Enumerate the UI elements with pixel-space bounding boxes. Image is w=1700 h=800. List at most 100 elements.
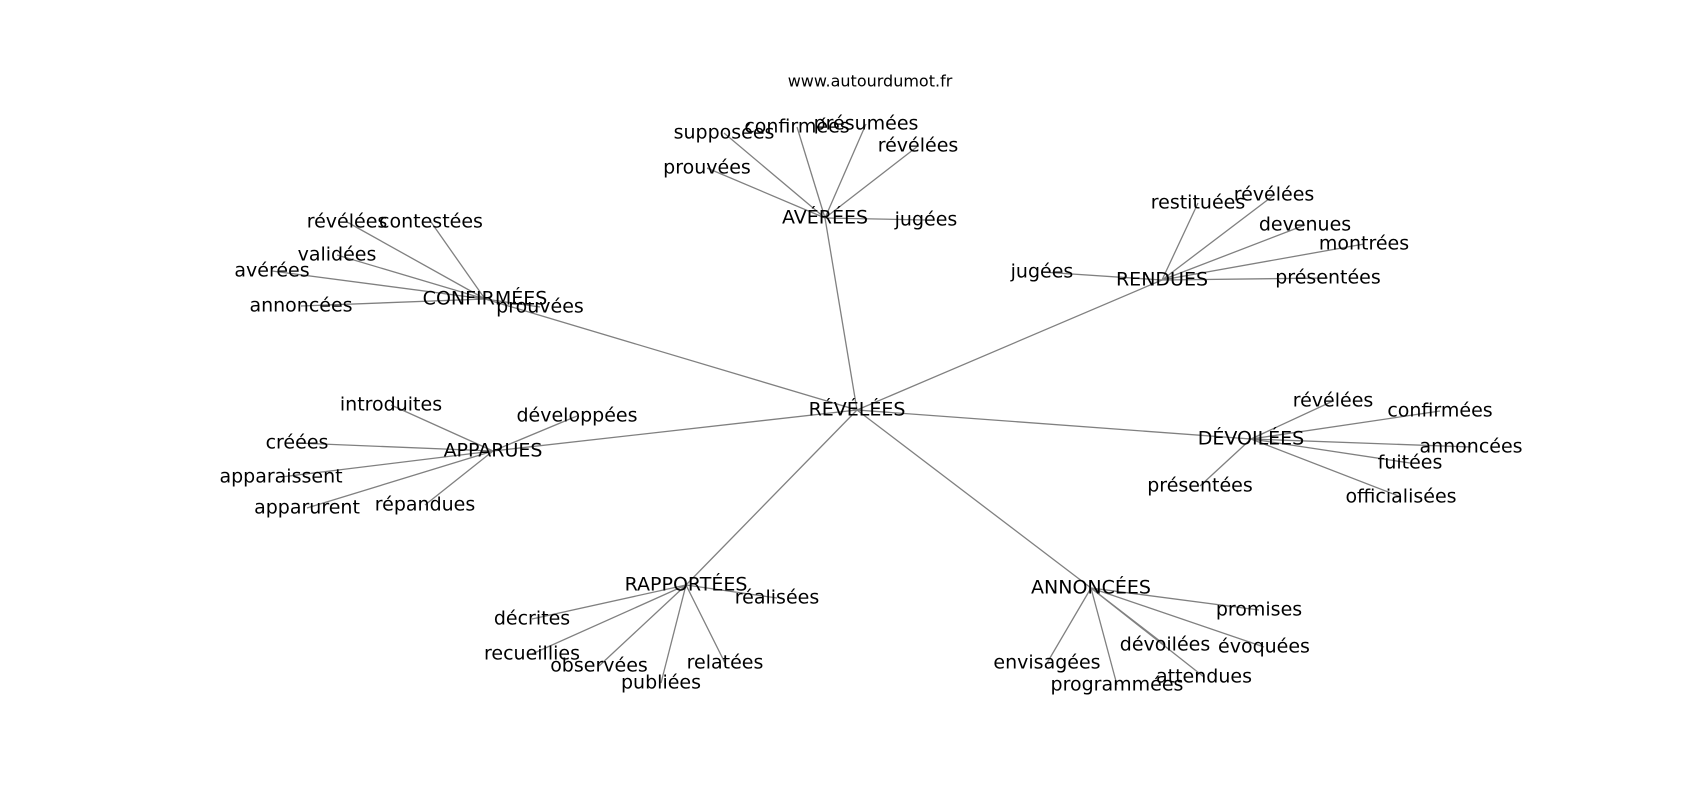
site-credit: www.autourdumot.fr [788, 72, 953, 91]
edge-rendues-0 [1161, 202, 1199, 281]
node-leaf-confirmees-5[interactable]: prouvées [496, 296, 584, 318]
node-leaf-averees-2[interactable]: présumées [814, 113, 919, 135]
node-leaf-annoncees-0[interactable]: promises [1216, 599, 1302, 621]
edge-confirmees-0 [346, 221, 486, 300]
node-hub-devoilees[interactable]: DÉVOILÉES [1198, 427, 1305, 450]
edge-devoilees-2 [1250, 438, 1472, 448]
node-hub-apparues[interactable]: APPARUES [444, 440, 543, 462]
node-hub-rapportees[interactable]: RAPPORTÉES [625, 573, 748, 596]
node-leaf-apparues-4[interactable]: apparurent [254, 497, 360, 519]
node-leaf-annoncees-2[interactable]: évoquées [1218, 636, 1310, 658]
node-leaf-averees-5[interactable]: jugées [894, 209, 958, 231]
node-leaf-averees-4[interactable]: prouvées [663, 157, 751, 179]
edge-averees-4 [706, 167, 826, 219]
edge-confirmees-4 [300, 298, 486, 307]
node-leaf-devoilees-2[interactable]: annoncées [1419, 436, 1522, 458]
node-leaf-apparues-0[interactable]: introduites [340, 394, 442, 416]
edge-apparues-4 [306, 450, 494, 509]
node-leaf-rendues-4[interactable]: jugées [1010, 261, 1074, 283]
edge-annoncees-2 [1090, 587, 1265, 648]
node-leaf-rendues-5[interactable]: présentées [1275, 267, 1381, 289]
edge-devoilees-4 [1199, 438, 1252, 487]
node-leaf-confirmees-0[interactable]: révélées [307, 211, 388, 233]
edge-averees-3 [824, 145, 919, 219]
edge-apparues-3 [280, 450, 494, 478]
node-leaf-rendues-3[interactable]: montrées [1319, 233, 1409, 255]
node-leaf-annoncees-3[interactable]: envisagées [993, 652, 1100, 674]
edge-center-rendues [856, 279, 1163, 411]
node-leaf-rapportees-3[interactable]: observées [550, 655, 648, 677]
node-hub-confirmees[interactable]: CONFIRMÉES [423, 287, 548, 310]
edge-center-averees [824, 217, 858, 411]
edge-confirmees-2 [336, 254, 486, 300]
edge-rendues-4 [1041, 271, 1163, 281]
node-hub-averees[interactable]: AVÉRÉES [782, 206, 868, 229]
edge-devoilees-5 [1250, 438, 1402, 498]
node-hub-annoncees[interactable]: ANNONCÉES [1031, 576, 1151, 599]
node-leaf-apparues-3[interactable]: apparaissent [219, 466, 342, 488]
edge-rapportees-3 [598, 584, 687, 667]
node-leaf-confirmees-3[interactable]: avérées [234, 260, 309, 282]
edge-averees-0 [723, 132, 826, 219]
edge-rapportees-0 [685, 584, 778, 599]
edge-averees-5 [824, 217, 927, 221]
node-leaf-rapportees-1[interactable]: décrites [494, 608, 570, 630]
labels-layer: RÉVÉLÉESAVÉRÉESsupposéesconfirméesprésum… [219, 113, 1522, 696]
edge-rapportees-5 [685, 584, 726, 664]
edge-averees-1 [796, 126, 826, 219]
node-leaf-rendues-0[interactable]: restituées [1151, 192, 1245, 214]
edge-annoncees-4 [1090, 587, 1118, 686]
edge-devoilees-3 [1250, 438, 1411, 464]
node-leaf-annoncees-1[interactable]: dévoilées [1120, 634, 1210, 656]
edge-rendues-5 [1161, 277, 1329, 281]
edge-rendues-2 [1161, 224, 1306, 281]
node-leaf-devoilees-5[interactable]: officialisées [1345, 486, 1456, 508]
edges-layer [271, 123, 1472, 686]
edge-apparues-0 [390, 404, 494, 452]
node-leaf-averees-1[interactable]: confirmées [744, 116, 849, 138]
edge-center-rapportees [685, 409, 858, 586]
node-leaf-apparues-2[interactable]: créées [266, 432, 329, 454]
node-leaf-rendues-2[interactable]: devenues [1259, 214, 1351, 236]
node-leaf-rapportees-0[interactable]: réalisées [735, 587, 819, 609]
node-leaf-rendues-1[interactable]: révélées [1234, 184, 1315, 206]
edge-rapportees-1 [531, 584, 687, 620]
edge-center-devoilees [856, 409, 1252, 440]
edge-annoncees-5 [1090, 587, 1205, 678]
edge-apparues-2 [296, 442, 494, 452]
node-leaf-rapportees-2[interactable]: recueillies [484, 643, 580, 665]
node-leaf-devoilees-1[interactable]: confirmées [1387, 400, 1492, 422]
node-leaf-apparues-1[interactable]: développées [517, 405, 638, 427]
node-leaf-annoncees-4[interactable]: programmées [1051, 674, 1184, 696]
node-leaf-averees-3[interactable]: révélées [878, 135, 959, 157]
edge-averees-2 [824, 123, 867, 219]
node-leaf-rapportees-4[interactable]: publiées [621, 672, 701, 694]
node-leaf-annoncees-5[interactable]: attendues [1156, 666, 1252, 688]
node-leaf-confirmees-2[interactable]: validées [298, 244, 377, 266]
edge-annoncees-3 [1046, 587, 1092, 664]
node-leaf-averees-0[interactable]: supposées [674, 122, 775, 144]
edge-rapportees-4 [660, 584, 687, 684]
edge-confirmees-5 [484, 298, 541, 308]
node-leaf-confirmees-1[interactable]: contestées [379, 211, 483, 233]
edge-center-annoncees [856, 409, 1092, 589]
node-leaf-apparues-5[interactable]: répandues [375, 494, 476, 516]
edge-center-confirmees [484, 298, 858, 411]
edge-rendues-3 [1161, 243, 1365, 281]
edge-apparues-5 [424, 450, 494, 506]
edge-rapportees-2 [531, 584, 687, 655]
edge-apparues-1 [492, 415, 578, 452]
node-leaf-rapportees-5[interactable]: relatées [687, 652, 764, 674]
edge-devoilees-1 [1250, 410, 1441, 440]
edge-rendues-1 [1161, 194, 1275, 281]
edge-annoncees-0 [1090, 587, 1260, 611]
node-leaf-confirmees-4[interactable]: annoncées [249, 295, 352, 317]
node-leaf-devoilees-0[interactable]: révélées [1293, 390, 1374, 412]
edge-center-apparues [492, 409, 858, 452]
node-leaf-devoilees-3[interactable]: fuitées [1378, 452, 1443, 474]
node-leaf-devoilees-4[interactable]: présentées [1147, 475, 1253, 497]
node-center-revelees[interactable]: RÉVÉLÉES [809, 398, 906, 421]
node-hub-rendues[interactable]: RENDUES [1116, 269, 1208, 291]
edge-confirmees-1 [430, 221, 486, 300]
